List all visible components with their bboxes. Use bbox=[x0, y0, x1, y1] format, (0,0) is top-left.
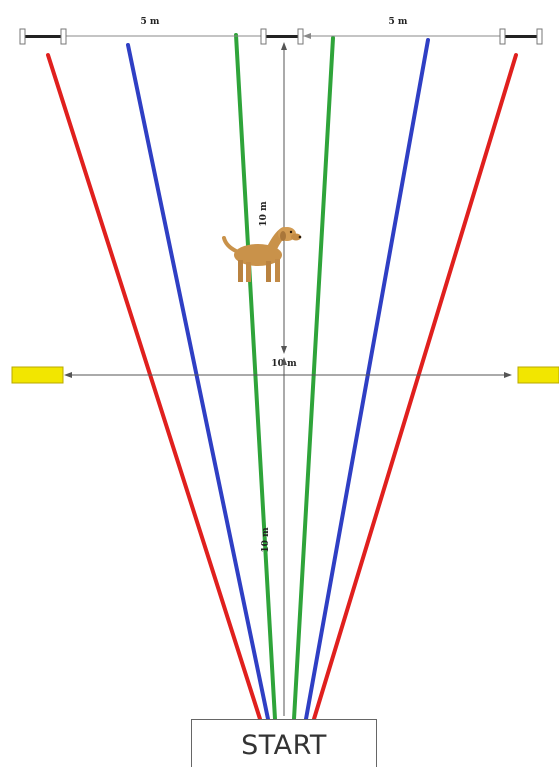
upper-depth-label: 10 m bbox=[259, 201, 269, 227]
right-yellow-marker bbox=[517, 366, 559, 384]
upper-depth-dimension: 10 m bbox=[259, 42, 287, 354]
dog-icon bbox=[222, 227, 302, 282]
green-line-left bbox=[234, 33, 277, 721]
red-line-left bbox=[46, 53, 262, 721]
top-right-dimension: 5 m bbox=[303, 17, 543, 45]
start-label: START bbox=[241, 730, 327, 761]
red-line-right bbox=[312, 53, 518, 721]
middle-width-dimension: 10 m bbox=[64, 359, 512, 378]
top-left-span-label: 5 m bbox=[141, 17, 160, 27]
green-line-right bbox=[292, 36, 335, 721]
top-right-span-label: 5 m bbox=[389, 17, 408, 27]
blue-line-right bbox=[304, 38, 430, 721]
top-left-dimension: 5 m bbox=[19, 17, 266, 45]
left-yellow-marker bbox=[11, 366, 64, 384]
top-center-marker bbox=[260, 28, 304, 45]
lower-depth-label: 10 m bbox=[261, 527, 271, 553]
lower-depth-dimension: 10 m bbox=[261, 357, 287, 716]
start-box: START bbox=[191, 719, 377, 767]
blue-line-left bbox=[126, 43, 270, 721]
